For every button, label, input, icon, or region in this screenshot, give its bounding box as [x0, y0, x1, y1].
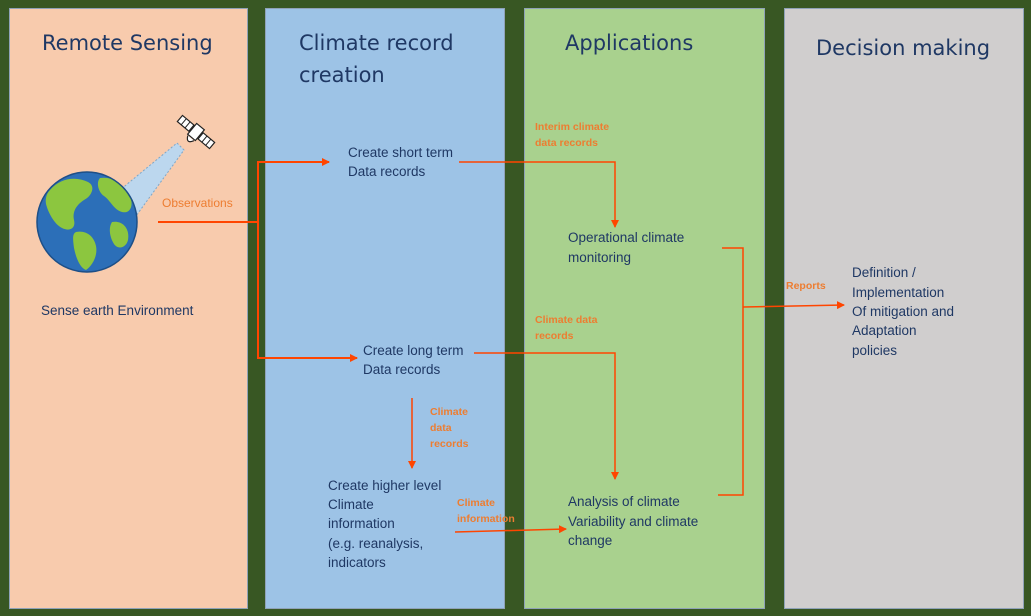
info-label-line1: Climate: [457, 497, 495, 509]
climate-record-panel: [265, 8, 505, 609]
decision-line2: Implementation: [852, 285, 945, 300]
cdr2-label-line2: data: [430, 422, 452, 434]
arrow-to-long-term: [257, 222, 358, 362]
climate-record-title-line2: creation: [299, 63, 385, 87]
decision-making-panel: [784, 8, 1024, 609]
climate-record-title-line1: Climate record: [299, 31, 454, 55]
arrow-to-decision: [742, 301, 845, 310]
arrow-operational-bracket: [718, 247, 744, 496]
operational-line1: Operational climate: [568, 230, 685, 245]
higher-level-line4: (e.g. reanalysis,: [328, 536, 424, 551]
interim-label-line1: Interim climate: [535, 121, 610, 133]
higher-level-line1: Create higher level: [328, 478, 442, 493]
sense-earth-text: Sense earth Environment: [41, 303, 194, 318]
long-term-line1: Create long term: [363, 343, 464, 358]
interim-label-line2: data records: [535, 137, 599, 149]
decision-making-title: Decision making: [816, 36, 991, 60]
short-term-line1: Create short term: [348, 145, 454, 160]
analysis-line1: Analysis of climate: [568, 494, 680, 509]
satellite-icon: [176, 114, 216, 150]
higher-level-line3: information: [328, 516, 395, 531]
decision-line3: Of mitigation and: [852, 304, 955, 319]
arrow-to-short-term: [257, 158, 330, 222]
higher-level-line5: indicators: [328, 555, 386, 570]
remote-sensing-title: Remote Sensing: [42, 31, 213, 55]
observations-label: Observations: [162, 196, 233, 210]
higher-level-line2: Climate: [328, 497, 374, 512]
cdr2-label-line1: Climate: [430, 406, 468, 418]
decision-line5: policies: [852, 343, 898, 358]
decision-line4: Adaptation: [852, 323, 917, 338]
long-term-line2: Data records: [363, 362, 441, 377]
short-term-line2: Data records: [348, 164, 426, 179]
cdr-label-line1: Climate data: [535, 314, 598, 326]
applications-title: Applications: [565, 31, 694, 55]
applications-panel: [524, 8, 765, 609]
arrow-long-to-analysis: [474, 352, 619, 480]
decision-line1: Definition /: [852, 265, 916, 280]
reports-label: Reports: [786, 280, 826, 292]
cdr-label-line2: records: [535, 330, 574, 342]
operational-line2: monitoring: [568, 250, 632, 265]
arrow-higher-to-analysis: [454, 525, 567, 534]
info-label-line2: information: [457, 513, 515, 525]
cdr2-label-line3: records: [430, 438, 469, 450]
analysis-line2: Variability and climate: [568, 514, 699, 529]
arrow-short-to-operational: [459, 161, 619, 228]
remote-sensing-panel: [9, 8, 248, 609]
analysis-line3: change: [568, 533, 613, 548]
earth-globe-icon: [36, 171, 138, 273]
